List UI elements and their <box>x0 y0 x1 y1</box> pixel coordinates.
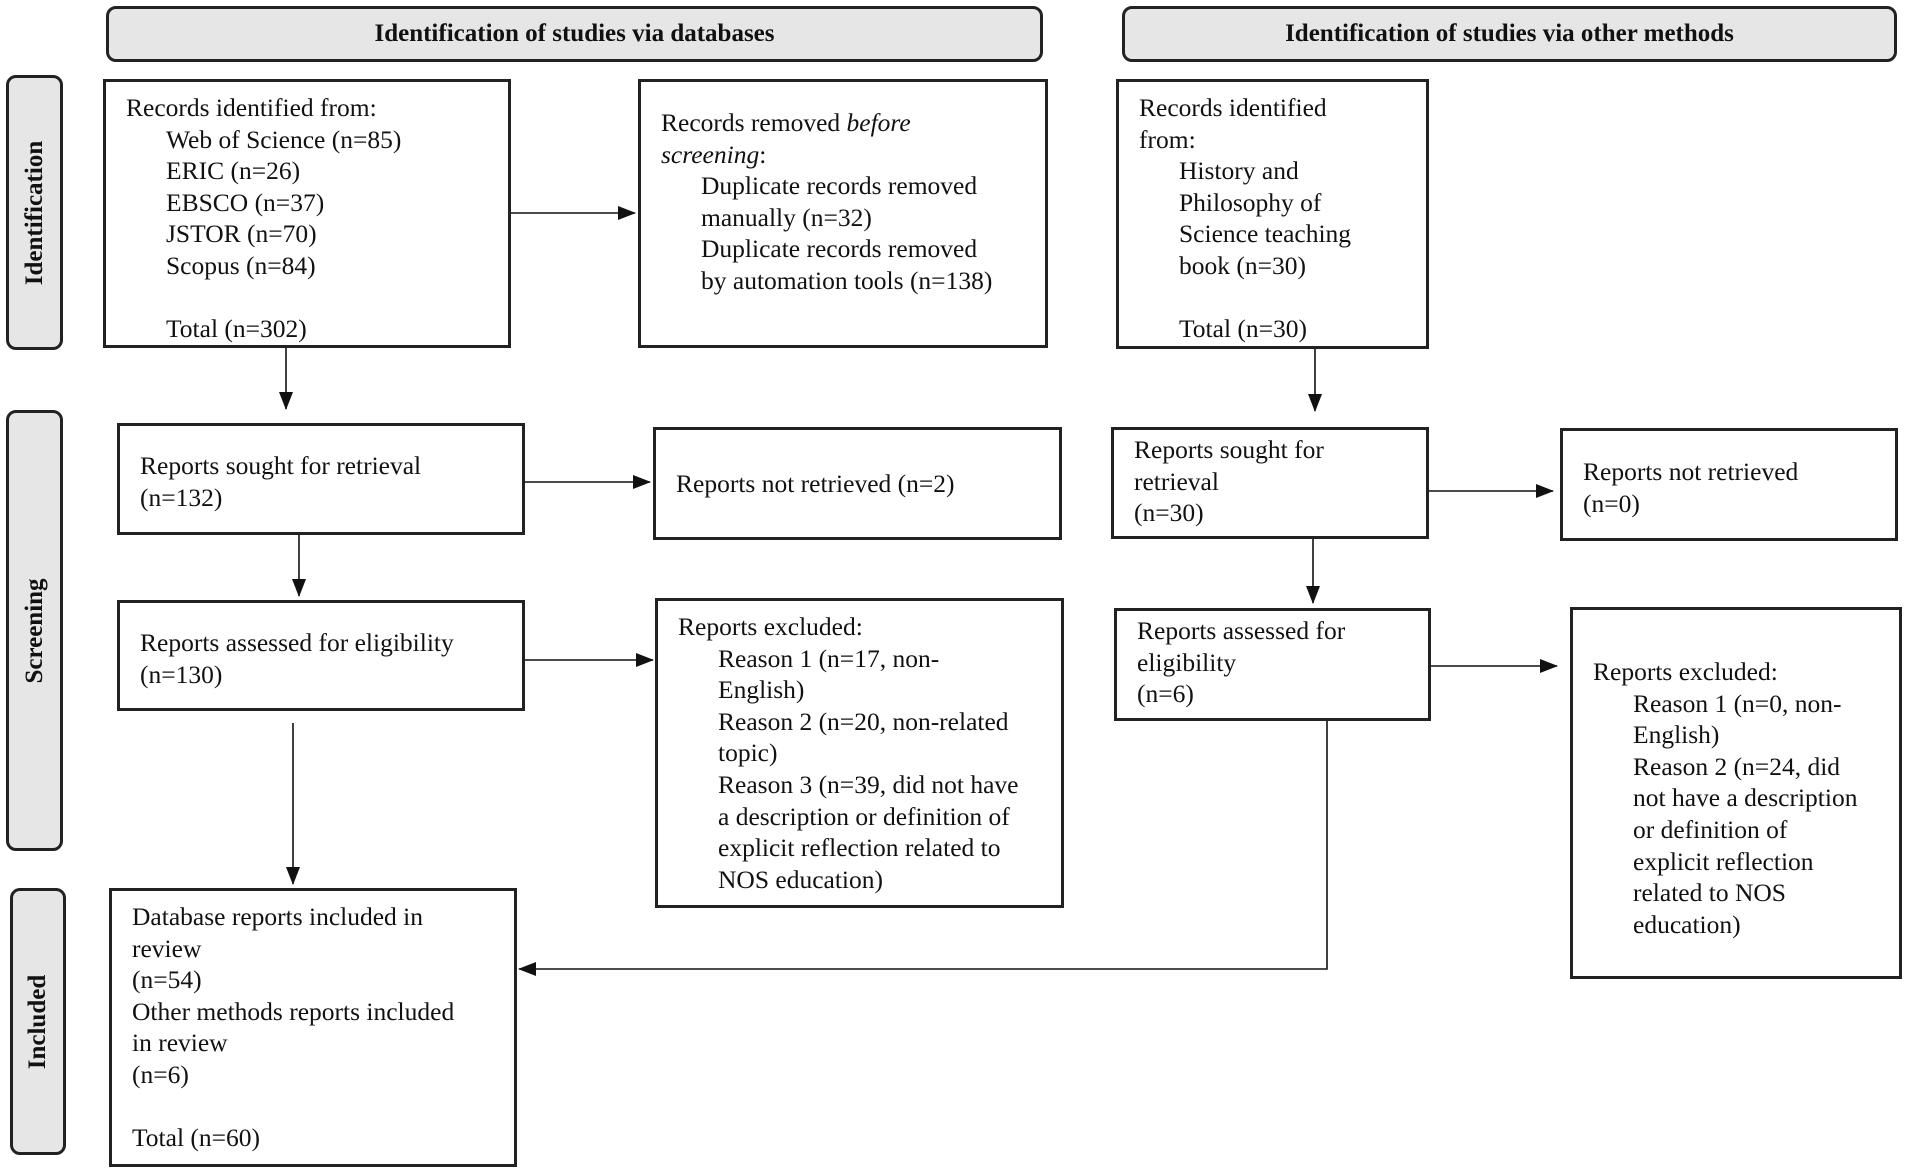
source-item: JSTOR (n=70) <box>166 219 317 249</box>
box-text: (n=130) <box>140 659 223 689</box>
included-box: Database reports included in review (n=5… <box>109 888 517 1167</box>
box-text: in review <box>132 1028 228 1058</box>
reason-item: Reason 1 (n=0, non- <box>1633 688 1842 718</box>
reason-item: Reason 2 (n=20, non-related <box>718 706 1009 736</box>
box-text: retrieval <box>1134 466 1219 496</box>
other-not-retrieved-box: Reports not retrieved (n=0) <box>1560 428 1898 541</box>
total-text: Total (n=30) <box>1179 314 1308 344</box>
db-not-retrieved-box: Reports not retrieved (n=2) <box>653 427 1062 540</box>
box-text: Reports sought for <box>1134 435 1324 464</box>
other-sought-box: Reports sought for retrieval (n=30) <box>1111 427 1429 539</box>
other-excluded-box: Reports excluded: Reason 1 (n=0, non- En… <box>1570 607 1902 979</box>
reason-item: explicit reflection related to <box>718 833 1001 863</box>
header-databases-label: Identification of studies via databases <box>374 20 775 47</box>
total-text: Total (n=60) <box>132 1123 261 1153</box>
reason-item: explicit reflection <box>1633 846 1814 876</box>
box-text: (n=132) <box>140 482 223 512</box>
box-text: (n=30) <box>1134 498 1204 528</box>
other-assessed-box: Reports assessed for eligibility (n=6) <box>1114 608 1431 721</box>
source-item: Philosophy of <box>1179 187 1322 217</box>
db-sought-box: Reports sought for retrieval (n=132) <box>117 423 525 535</box>
arrow-other-assessed-to-included <box>518 721 1328 976</box>
phase-screening: Screening <box>6 410 63 851</box>
db-removed-box: Records removed before screening: Duplic… <box>638 79 1048 348</box>
box-text: Reports excluded: <box>678 612 863 641</box>
reason-item: Reason 3 (n=39, did not have <box>718 769 1019 799</box>
box-text: (n=6) <box>132 1059 189 1089</box>
box-text: Duplicate records removed <box>701 234 978 264</box>
source-item: ERIC (n=26) <box>166 156 301 186</box>
db-records-box: Records identified from: Web of Science … <box>103 79 511 348</box>
box-text: screening: <box>661 139 1045 171</box>
source-item: Scopus (n=84) <box>166 250 316 280</box>
text: Records removed <box>661 108 847 137</box>
box-text: (n=54) <box>132 965 202 995</box>
box-text: Reports excluded: <box>1593 657 1778 686</box>
box-text: (n=6) <box>1137 679 1194 709</box>
box-text: manually (n=32) <box>701 202 872 232</box>
reason-item: NOS education) <box>718 864 884 894</box>
box-text: Records identified <box>1139 93 1327 122</box>
reason-item: education) <box>1633 909 1741 939</box>
phase-included: Included <box>10 888 66 1155</box>
reason-item: a description or definition of <box>718 801 1010 831</box>
box-text: by automation tools (n=138) <box>701 265 993 295</box>
reason-item: English) <box>1633 720 1720 750</box>
source-item: Web of Science (n=85) <box>166 124 402 154</box>
db-assessed-box: Reports assessed for eligibility (n=130) <box>117 600 525 711</box>
box-text: from: <box>1139 124 1196 154</box>
text: screening <box>661 139 760 169</box>
header-databases: Identification of studies via databases <box>106 6 1043 62</box>
header-other-label: Identification of studies via other meth… <box>1285 20 1734 47</box>
box-text: review <box>132 933 202 963</box>
box-text: (n=0) <box>1583 488 1640 518</box>
text: : <box>759 139 767 169</box>
reason-item: related to NOS <box>1633 878 1786 908</box>
box-text: Database reports included in <box>132 902 424 931</box>
header-other-methods: Identification of studies via other meth… <box>1122 6 1897 62</box>
phase-identification: Identification <box>6 75 63 350</box>
box-text: Reports assessed for <box>1137 616 1346 645</box>
reason-item: or definition of <box>1633 814 1788 844</box>
db-excluded-box: Reports excluded: Reason 1 (n=17, non- E… <box>655 598 1064 908</box>
source-item: EBSCO (n=37) <box>166 187 325 217</box>
reason-item: English) <box>718 675 805 705</box>
total-text: Total (n=302) <box>166 314 307 344</box>
source-item: Science teaching <box>1179 219 1352 249</box>
box-text: Reports assessed for eligibility <box>140 628 454 657</box>
text: before <box>846 108 911 137</box>
box-text: Records removed before <box>661 107 1045 139</box>
box-text: Other methods reports included <box>132 996 455 1026</box>
box-text: Reports not retrieved <box>1583 457 1799 486</box>
reason-item: not have a description <box>1633 783 1858 813</box>
box-text: eligibility <box>1137 647 1237 677</box>
source-item: History and <box>1179 156 1299 186</box>
box-text: Duplicate records removed <box>701 171 978 201</box>
source-item: book (n=30) <box>1179 250 1306 280</box>
reason-item: Reason 1 (n=17, non- <box>718 643 940 673</box>
box-text: Reports sought for retrieval <box>140 451 422 480</box>
reason-item: Reason 2 (n=24, did <box>1633 751 1841 781</box>
box-text: Records identified from: <box>126 93 377 122</box>
other-records-box: Records identified from: History and Phi… <box>1116 79 1429 349</box>
reason-item: topic) <box>718 738 778 768</box>
box-text: Reports not retrieved (n=2) <box>676 469 955 498</box>
